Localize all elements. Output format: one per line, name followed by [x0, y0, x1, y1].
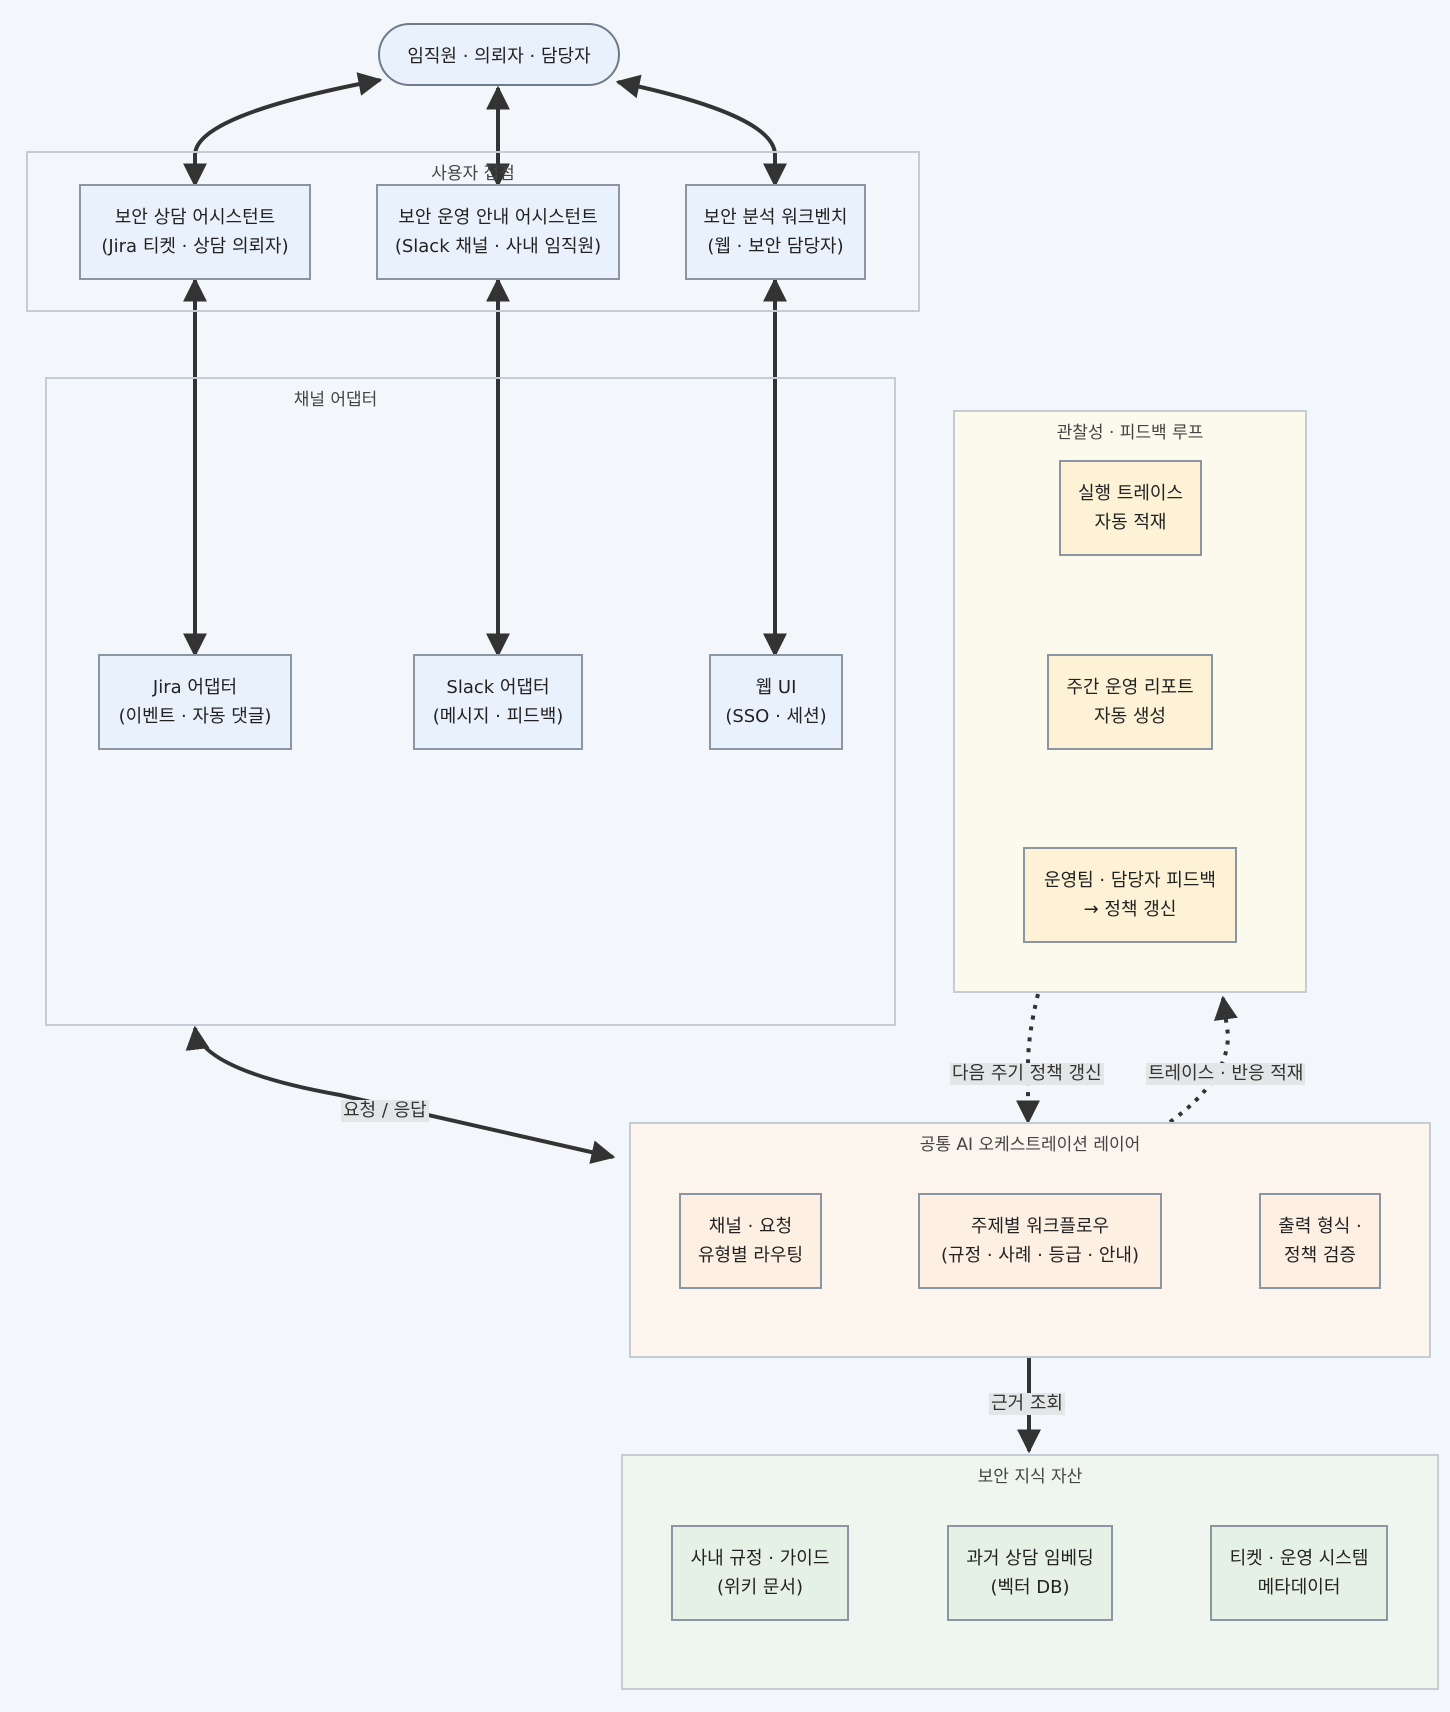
edge-trace-reaction — [1168, 995, 1238, 1124]
node-line: (SSO · 세션) — [725, 706, 827, 727]
node-line: 과거 상담 임베딩 — [966, 1548, 1094, 1569]
node-output-validation: 출력 형식 · 정책 검증 — [1259, 1193, 1381, 1289]
group-user-touchpoints: 사용자 접점 — [26, 151, 920, 312]
node-line: 출력 형식 · — [1278, 1216, 1362, 1237]
node-line: (벡터 DB) — [990, 1577, 1070, 1598]
edge-actor-analysis — [615, 74, 787, 188]
node-line: → 정책 갱신 — [1083, 899, 1177, 920]
node-line: 실행 트레이스 — [1077, 483, 1184, 504]
node-line: 자동 생성 — [1094, 706, 1166, 727]
group-title: 공통 AI 오케스트레이션 레이어 — [919, 1135, 1141, 1155]
actor-node: 임직원 · 의뢰자 · 담당자 — [378, 23, 620, 86]
node-line: Slack 어댑터 — [446, 677, 550, 698]
node-ops-feedback: 운영팀 · 담당자 피드백 → 정책 갱신 — [1023, 847, 1237, 943]
edge-actor-consult — [183, 72, 383, 188]
node-line: (규정 · 사례 · 등급 · 안내) — [940, 1245, 1140, 1266]
group-title: 사용자 접점 — [431, 164, 515, 184]
group-title: 관찰성 · 피드백 루프 — [1056, 423, 1204, 443]
node-line: 채널 · 요청 — [708, 1216, 793, 1237]
node-line: (메시지 · 피드백) — [432, 706, 564, 727]
node-execution-trace: 실행 트레이스 자동 적재 — [1059, 460, 1202, 556]
edge-next-cycle-policy — [1016, 993, 1040, 1125]
edge-label-next-cycle-policy: 다음 주기 정책 갱신 — [950, 1063, 1104, 1085]
group-title: 보안 지식 자산 — [977, 1467, 1083, 1487]
node-line: 메타데이터 — [1257, 1577, 1341, 1598]
edge-label-trace-reaction: 트레이스 · 반응 적재 — [1146, 1063, 1306, 1085]
node-line: (Jira 티켓 · 상담 의뢰자) — [101, 236, 289, 257]
node-line: 정책 검증 — [1284, 1245, 1356, 1266]
node-line: 주간 운영 리포트 — [1066, 677, 1194, 698]
node-weekly-report: 주간 운영 리포트 자동 생성 — [1047, 654, 1213, 750]
node-jira-adapter: Jira 어댑터 (이벤트 · 자동 댓글) — [98, 654, 292, 750]
node-line: 주제별 워크플로우 — [970, 1216, 1110, 1237]
node-past-consult-embedding: 과거 상담 임베딩 (벡터 DB) — [947, 1525, 1113, 1621]
node-request-routing: 채널 · 요청 유형별 라우팅 — [679, 1193, 822, 1289]
node-line: 티켓 · 운영 시스템 — [1229, 1548, 1369, 1569]
node-line: Jira 어댑터 — [152, 677, 238, 698]
node-line: (이벤트 · 자동 댓글) — [118, 706, 272, 727]
node-security-consult-assistant: 보안 상담 어시스턴트 (Jira 티켓 · 상담 의뢰자) — [79, 184, 311, 280]
node-slack-adapter: Slack 어댑터 (메시지 · 피드백) — [413, 654, 583, 750]
node-topic-workflow: 주제별 워크플로우 (규정 · 사례 · 등급 · 안내) — [918, 1193, 1162, 1289]
node-line: 사내 규정 · 가이드 — [690, 1548, 830, 1569]
node-line: (위키 문서) — [716, 1577, 803, 1598]
group-channel-adapters: 채널 어댑터 — [45, 377, 896, 1026]
node-line: 보안 운영 안내 어시스턴트 — [398, 207, 598, 228]
edge-adapters-orchestration — [185, 1025, 616, 1164]
node-line: (Slack 채널 · 사내 임직원) — [394, 236, 602, 257]
node-line: 웹 UI — [755, 677, 797, 698]
actor-label: 임직원 · 의뢰자 · 담당자 — [407, 45, 591, 67]
node-line: 보안 상담 어시스턴트 — [114, 207, 276, 228]
edge-label-request-response: 요청 / 응답 — [341, 1100, 429, 1122]
node-security-analysis-workbench: 보안 분석 워크벤치 (웹 · 보안 담당자) — [685, 184, 866, 280]
node-security-ops-assistant: 보안 운영 안내 어시스턴트 (Slack 채널 · 사내 임직원) — [376, 184, 620, 280]
node-line: 유형별 라우팅 — [697, 1245, 804, 1266]
node-line: 자동 적재 — [1094, 512, 1167, 533]
edge-label-evidence-lookup: 근거 조회 — [989, 1393, 1065, 1415]
node-internal-policy-guide: 사내 규정 · 가이드 (위키 문서) — [671, 1525, 849, 1621]
node-ticket-metadata: 티켓 · 운영 시스템 메타데이터 — [1210, 1525, 1388, 1621]
node-web-ui: 웹 UI (SSO · 세션) — [709, 654, 843, 750]
node-line: 보안 분석 워크벤치 — [703, 207, 848, 228]
group-title: 채널 어댑터 — [293, 390, 378, 410]
node-line: (웹 · 보안 담당자) — [707, 236, 844, 257]
node-line: 운영팀 · 담당자 피드백 — [1044, 870, 1216, 891]
